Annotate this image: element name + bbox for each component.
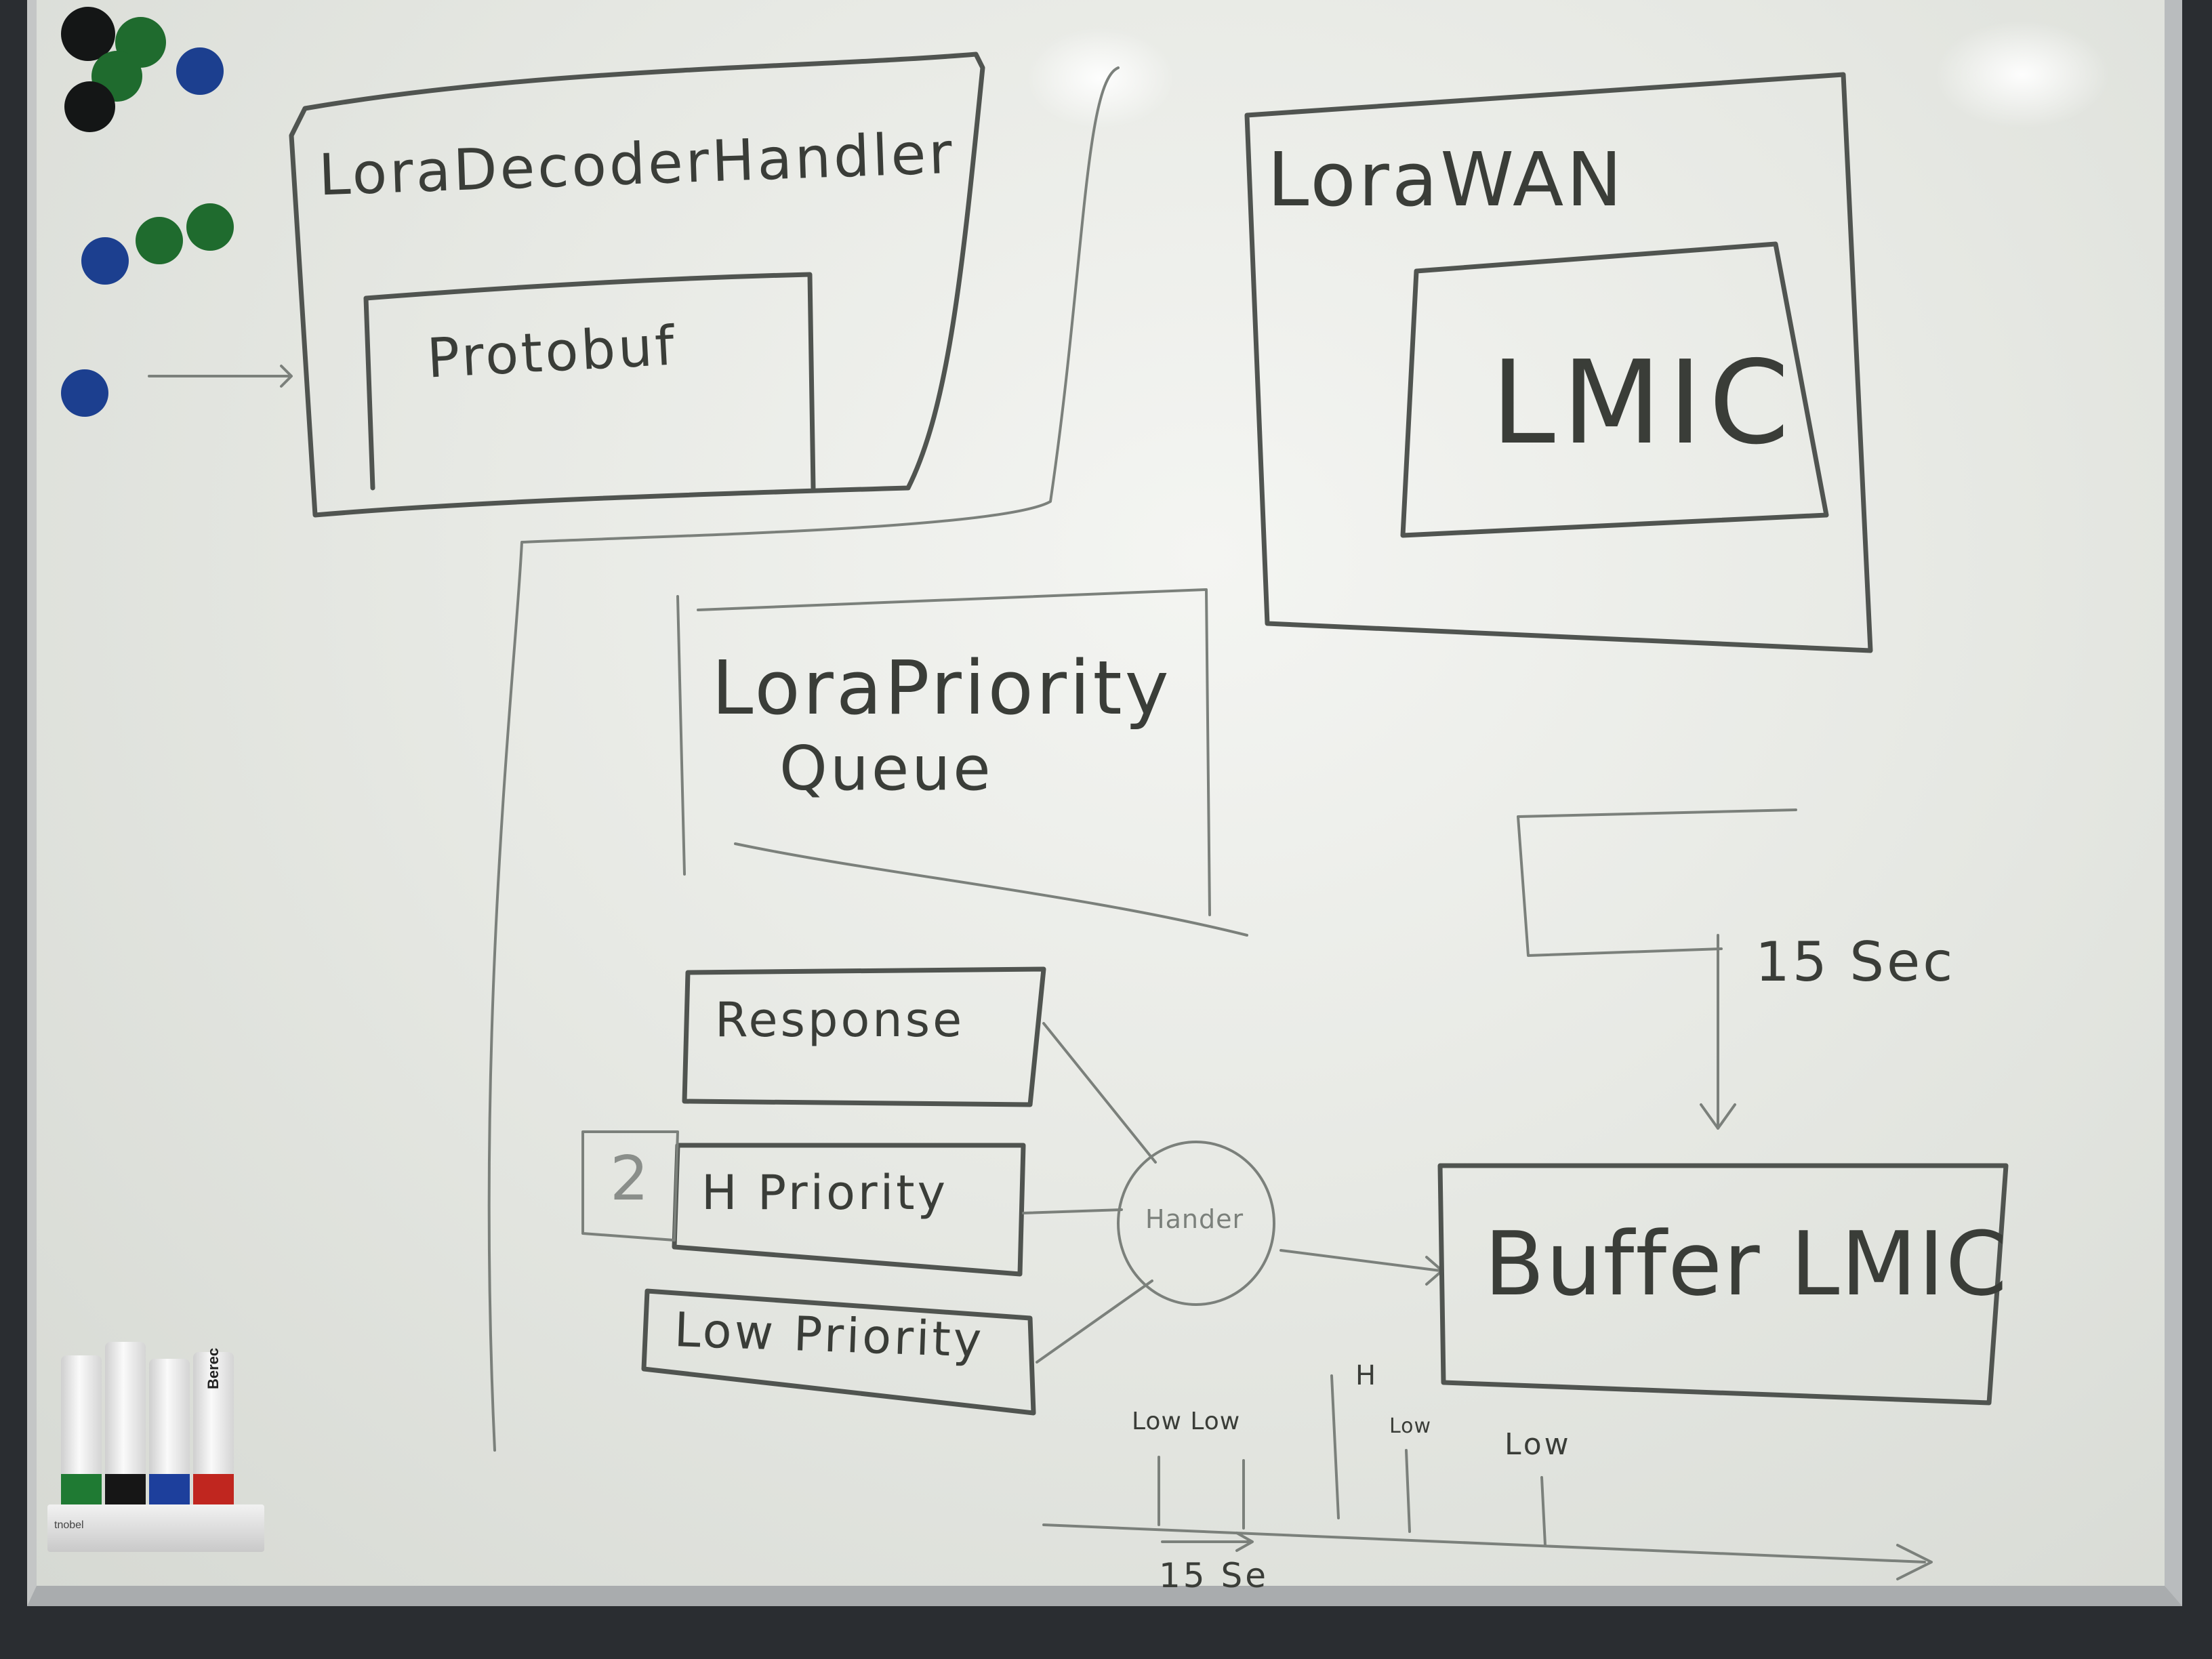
buffer-lmic-label: Buffer LMIC [1484, 1212, 2009, 1315]
lorawan-box [1244, 72, 1873, 653]
protobuf-box [363, 272, 816, 491]
decoder-handler-box [289, 52, 985, 518]
response-box [682, 966, 1046, 1107]
marker-black[interactable] [105, 1342, 146, 1511]
lmic-label: LMIC [1491, 336, 1797, 470]
light-glare [1026, 27, 1175, 129]
timer-bracket [1517, 808, 1797, 957]
timeline-label-h: H [1355, 1360, 1379, 1391]
low-priority-box [641, 1288, 1036, 1416]
marker-blue[interactable] [149, 1359, 190, 1511]
whiteboard [27, 0, 2182, 1606]
handler-to-buffer-arrow [1279, 1249, 1443, 1286]
timeline-tick-low-4 [1540, 1476, 1547, 1547]
handler-label: Hander [1145, 1204, 1244, 1234]
light-glare [1934, 20, 2110, 129]
protobuf-label: Protobuf [425, 314, 679, 390]
marker-red[interactable] [193, 1352, 234, 1511]
timeline-label-low: Low [1504, 1427, 1572, 1462]
buffer-lmic-box [1437, 1163, 2009, 1406]
magnet-blue[interactable] [81, 237, 129, 285]
timeline-label-low-small: Low [1389, 1414, 1432, 1438]
lorawan-label: LoraWAN [1267, 136, 1625, 223]
response-label: Response [715, 992, 965, 1048]
priority-queue-box [676, 588, 1248, 937]
timer-arrow [1700, 934, 1736, 1130]
input-arrow [148, 365, 293, 388]
timeline-interval-arrow [1161, 1532, 1254, 1552]
priority-queue-label-line1: LoraPriority [712, 644, 1172, 731]
marker-tray: Berec tnobel [47, 1328, 264, 1552]
queue-enclosure-outline [487, 66, 1120, 1452]
low-to-handler-arrow [1036, 1279, 1153, 1364]
magnet-blue[interactable] [176, 47, 224, 95]
magnet-black[interactable] [64, 81, 115, 132]
high-to-handler-arrow [1022, 1208, 1123, 1214]
marker-brand-label: Berec [205, 1347, 222, 1389]
timeline-tick-h [1330, 1374, 1340, 1519]
timeline-label-low-low: Low Low [1132, 1408, 1241, 1435]
magnet-green[interactable] [186, 203, 234, 251]
handler-circle [1117, 1141, 1275, 1306]
lmic-box [1400, 241, 1829, 538]
magnet-black[interactable] [61, 7, 115, 61]
high-priority-marker: 2 [610, 1143, 652, 1214]
low-priority-label: Low Priority [673, 1302, 985, 1368]
timeline-axis [1042, 1523, 1933, 1580]
tray-brand-label: tnobel [54, 1519, 84, 1531]
interval-label: 15 Sec [1755, 930, 1956, 994]
high-priority-side-box [581, 1130, 679, 1242]
response-to-handler-arrow [1042, 1022, 1157, 1164]
priority-queue-label-line2: Queue [779, 733, 994, 804]
magnet-green[interactable] [136, 217, 183, 264]
timeline-tick-low-3 [1405, 1449, 1411, 1533]
magnet-blue[interactable] [61, 369, 108, 417]
high-priority-label: H Priority [701, 1165, 949, 1221]
tray-base [47, 1504, 264, 1552]
timeline-interval-label: 15 Se [1159, 1556, 1269, 1595]
marker-green[interactable] [61, 1355, 102, 1511]
